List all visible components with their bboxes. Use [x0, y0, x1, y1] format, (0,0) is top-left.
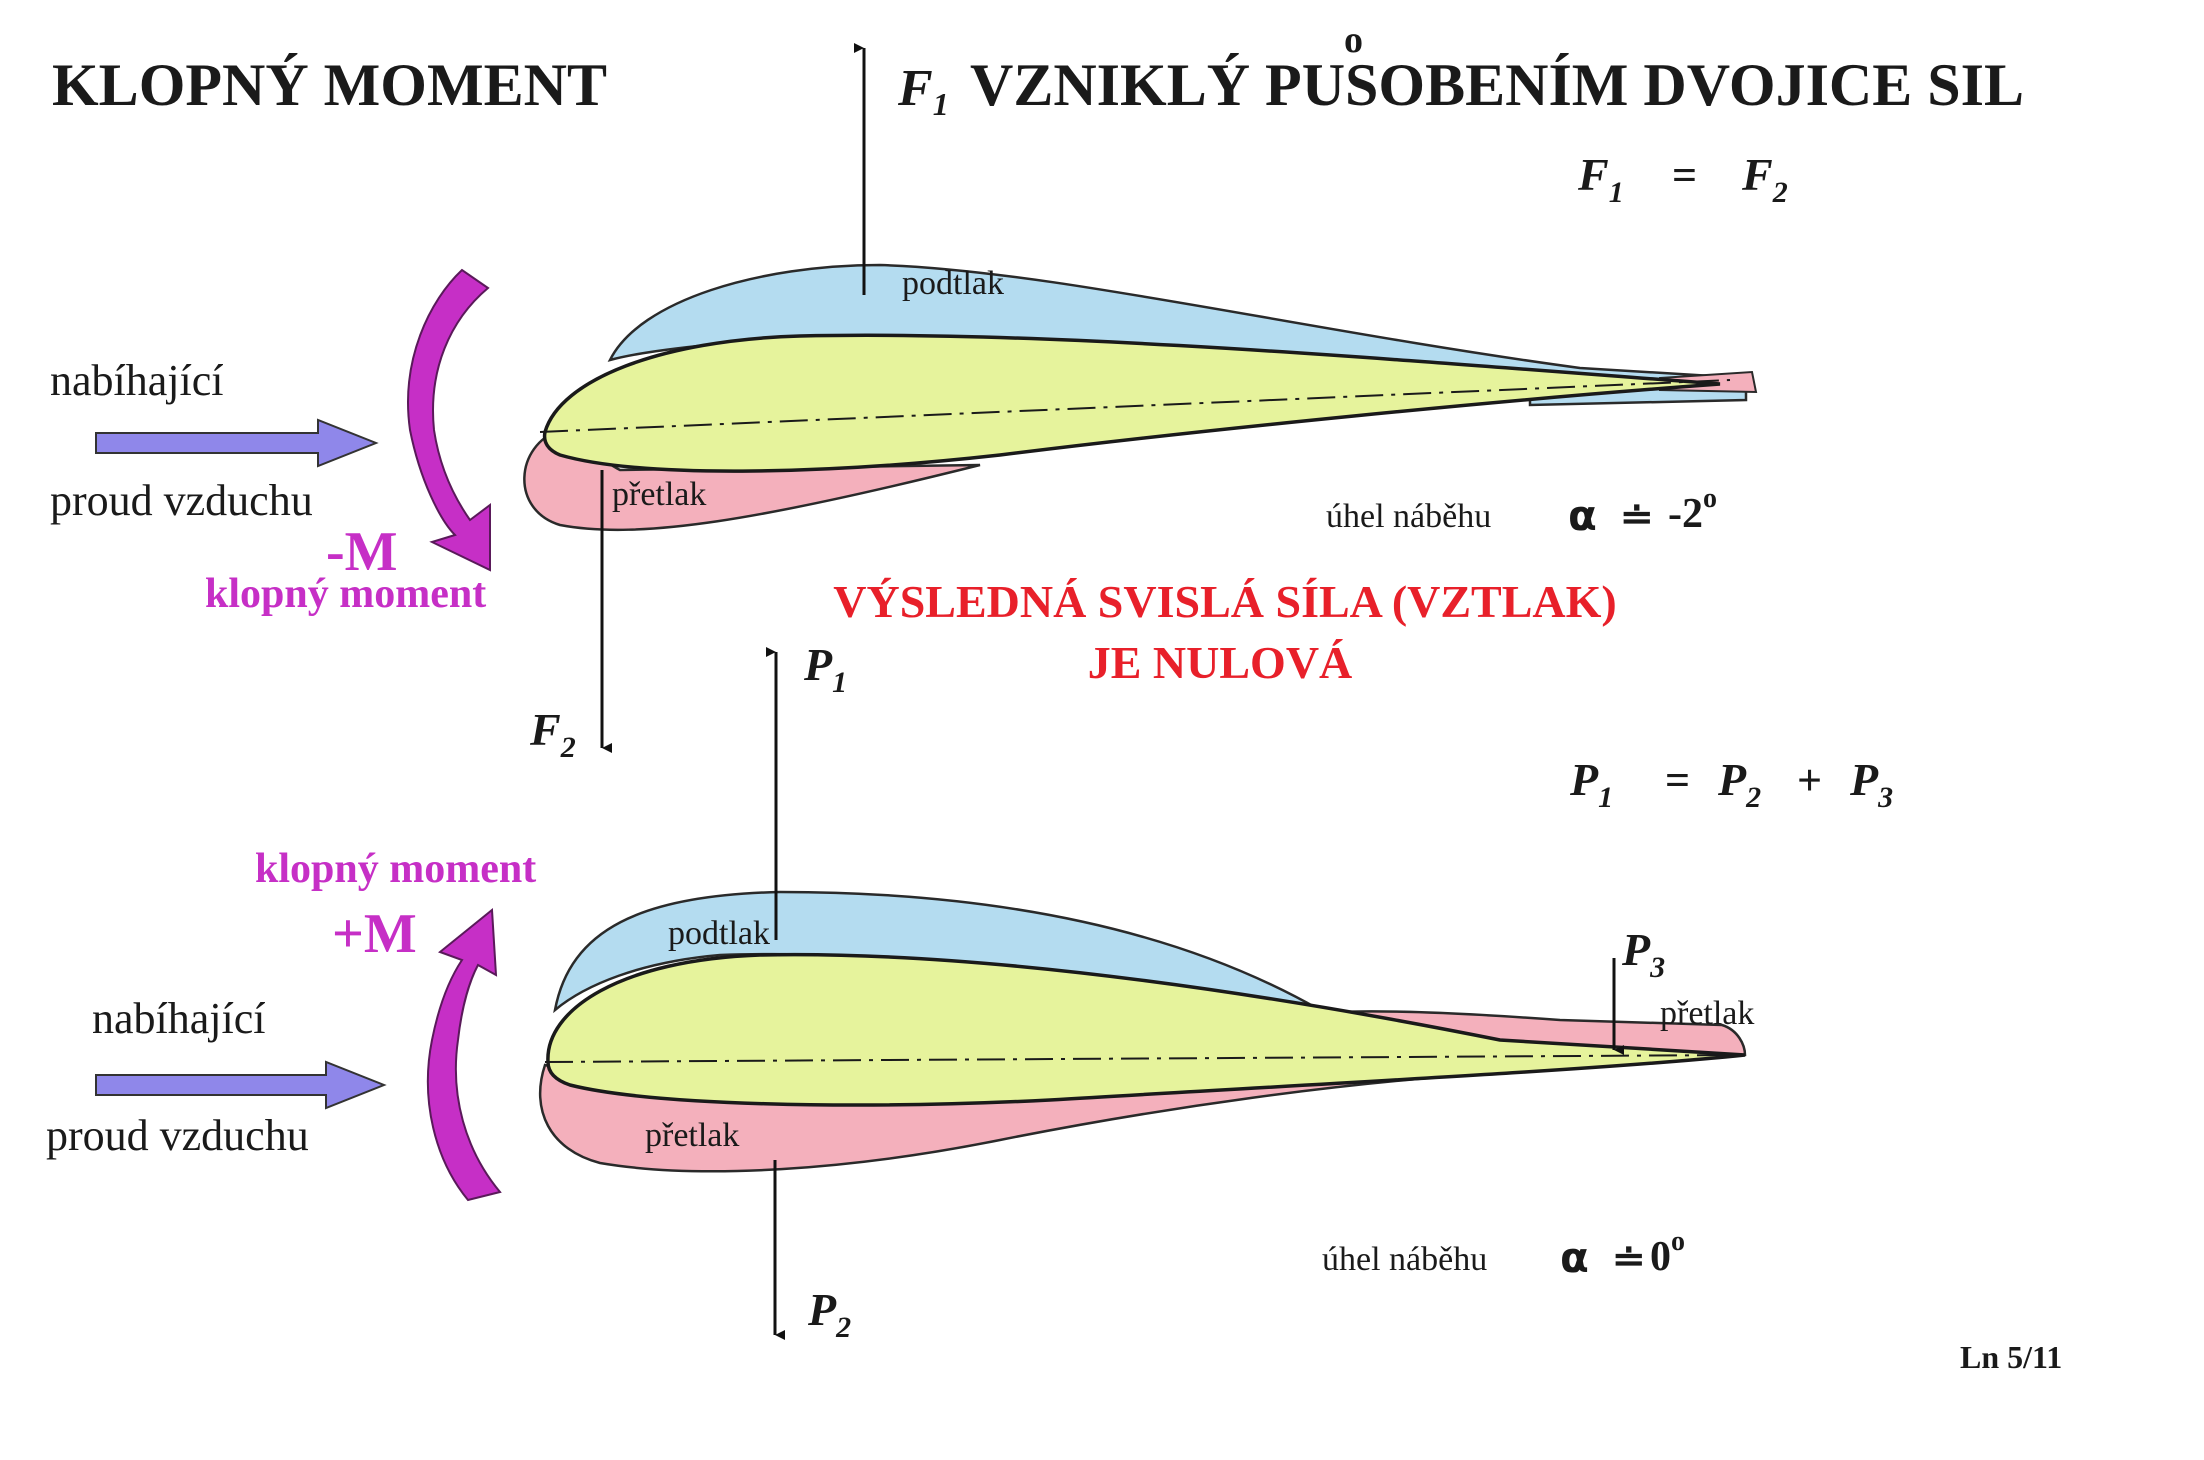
top-moment-arrow	[407, 268, 491, 572]
title-right: VZNIKLÝ PUSOBENÍM DVOJICE SIL	[970, 52, 2024, 118]
bottom-alpha-icon: α	[1560, 1233, 1589, 1282]
top-flow-arrow	[95, 418, 379, 468]
title-left: KLOPNÝ MOMENT	[52, 52, 607, 118]
bottom-angle: úhel náběhu α ≐ 0o	[1322, 1226, 1685, 1282]
svg-text:úhel náběhu: úhel náběhu	[1322, 1241, 1487, 1278]
bottom-moment-arrow	[426, 908, 502, 1202]
bottom-equation: P1 = P2 + P3	[1569, 754, 1893, 814]
bottom-tail-pretlak-label: přetlak	[1660, 995, 1754, 1032]
top-alpha-icon: α	[1568, 491, 1597, 540]
svg-text:-2o: -2o	[1668, 483, 1717, 537]
svg-text:P2: P2	[1717, 754, 1761, 814]
bottom-flow-arrow	[95, 1060, 387, 1110]
top-moment-label: klopný moment	[205, 571, 486, 617]
top-airfoil-body	[542, 333, 1721, 473]
top-moment-symbol: -M	[326, 521, 398, 583]
svg-text:F1: F1	[1577, 149, 1624, 209]
bottom-flow-line2: proud vzduchu	[46, 1111, 309, 1160]
top-equation: F1 = F2	[1577, 149, 1788, 209]
bottom-p3-label: P3	[1621, 924, 1665, 984]
bottom-moment-label: klopný moment	[255, 846, 536, 892]
top-flow-line1: nabíhající	[50, 356, 224, 405]
top-angle: úhel náběhu α ≐ -2o	[1326, 483, 1717, 540]
title-force-f1: F1	[897, 60, 949, 122]
top-chord-line	[539, 379, 1731, 433]
footer-code: Ln 5/11	[1960, 1339, 2062, 1375]
top-podtlak-label: podtlak	[902, 265, 1004, 302]
bottom-airfoil: podtlak přetlak přetlak	[538, 647, 1754, 1340]
svg-text:F2: F2	[1741, 149, 1788, 209]
top-pretlak-label: přetlak	[612, 476, 706, 513]
bottom-airfoil-body	[546, 952, 1746, 1107]
svg-text:0o: 0o	[1650, 1226, 1685, 1280]
bottom-chord-line	[544, 1054, 1746, 1063]
svg-text:úhel náběhu: úhel náběhu	[1326, 498, 1491, 535]
bottom-p1-label: P1	[803, 639, 847, 699]
bottom-flow-line1: nabíhající	[92, 994, 266, 1043]
svg-text:≐: ≐	[1620, 494, 1654, 539]
svg-text:=: =	[1665, 756, 1690, 805]
svg-text:≐: ≐	[1612, 1236, 1646, 1281]
result-note-line1: VÝSLEDNÁ SVISLÁ SÍLA (VZTLAK)	[833, 576, 1616, 627]
result-note-line2: JE NULOVÁ	[1088, 637, 1353, 688]
bottom-podtlak-label: podtlak	[668, 915, 770, 952]
svg-text:P1: P1	[1569, 754, 1613, 814]
svg-text:+: +	[1797, 756, 1822, 805]
bottom-moment-symbol: +M	[332, 903, 417, 965]
top-airfoil: podtlak přetlak	[523, 43, 1758, 753]
svg-text:P3: P3	[1849, 754, 1893, 814]
title-u-ring: o	[1344, 19, 1363, 61]
top-f2-label: F2	[529, 704, 576, 764]
bottom-flow: nabíhající proud vzduchu	[46, 994, 387, 1160]
top-flow: nabíhající proud vzduchu	[50, 356, 379, 525]
svg-text:=: =	[1672, 151, 1697, 200]
bottom-p2-label: P2	[807, 1284, 851, 1344]
top-flow-line2: proud vzduchu	[50, 476, 313, 525]
bottom-moment: klopný moment +M	[255, 846, 536, 1202]
top-moment: -M klopný moment	[205, 268, 491, 617]
bottom-pretlak-label: přetlak	[645, 1117, 739, 1154]
